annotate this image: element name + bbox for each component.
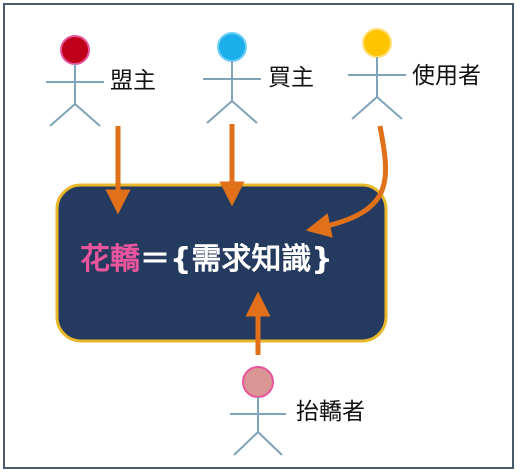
arrow-user: [305, 125, 389, 238]
actor-bearer: [230, 366, 286, 456]
actor-alliance-leader: [46, 35, 104, 127]
label-user: 使用者: [412, 63, 481, 89]
actor-buyer: [203, 32, 261, 124]
actor-head: [242, 366, 274, 398]
box-equals: ＝: [140, 242, 170, 277]
label-bearer: 抬轎者: [296, 399, 365, 425]
actor-head: [362, 28, 392, 58]
box-equation: 花轎＝{需求知識}: [80, 245, 333, 275]
actor-user: [348, 28, 406, 120]
label-alliance-leader: 盟主: [110, 68, 156, 94]
box-definition: {需求知識}: [170, 242, 333, 277]
label-buyer: 買主: [268, 65, 314, 91]
actor-head: [60, 35, 90, 65]
box-term: 花轎: [80, 242, 140, 277]
actor-head: [217, 32, 247, 62]
